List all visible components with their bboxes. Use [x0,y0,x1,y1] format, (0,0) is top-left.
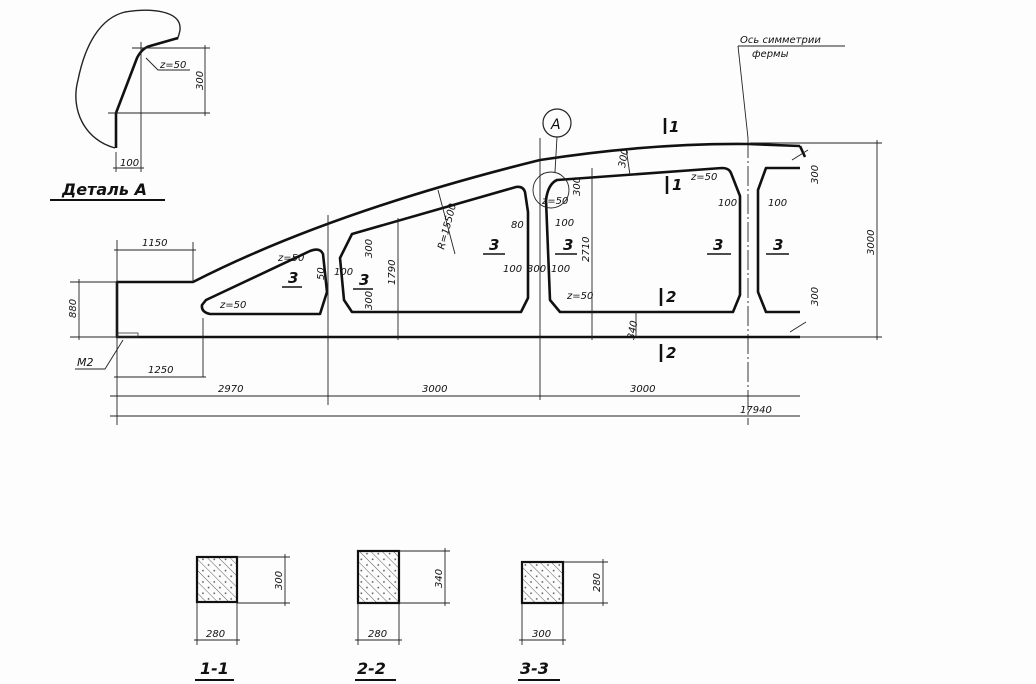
dim-1150: 1150 [142,238,167,249]
detail-title: Деталь А [61,180,147,199]
dim-300-p4-bottom: 300 [810,287,821,306]
section-mark-1-bottom: 1 [672,176,682,194]
callout-leader [554,136,558,173]
dim-2970: 2970 [218,384,243,395]
section-height: 340 [434,569,445,588]
radius-z50-p1-top: z=50 [277,253,304,264]
dim-300-web: 300 [527,264,546,275]
construction-lines [70,138,882,425]
break-mark [789,321,807,333]
dim-100-b: 100 [551,264,570,275]
dim-100-c: 100 [555,218,574,229]
section-rect [195,555,239,604]
section-1-1: 300 280 1-1 [194,554,290,681]
truss-half [115,142,809,339]
dim-1250: 1250 [148,365,173,376]
panel-label: 3 [773,236,783,254]
detail-height-label: 300 [195,71,206,90]
section-width: 280 [206,629,225,640]
dim-300-p2-top: 300 [364,239,375,258]
break-mark [798,145,807,158]
detail-width-label: 100 [120,158,139,169]
section-title: 1-1 [200,659,229,678]
dim-2710: 2710 [581,237,592,262]
section-height: 280 [592,573,603,592]
marker-label: M2 [77,356,94,369]
dim-100-e: 100 [768,198,787,209]
dimensions: 1150 880 1250 2970 3000 3000 17940 3000 … [68,140,878,417]
dim-100-a: 100 [503,264,522,275]
axis-leader [737,45,749,139]
detail-a: z=50 300 100 Деталь А [50,9,210,201]
callout-letter: A [550,117,561,133]
section-rect [356,549,401,605]
detail-callout: A [532,108,572,209]
truss-outer-outline [115,142,801,339]
panel-opening-3 [544,166,742,314]
panel-labels: 3 3 3 3 3 3 [282,236,789,290]
section-rect [520,560,565,605]
dim-80: 80 [511,220,524,231]
dim-300-chord: 300 [617,148,631,169]
section-3-3: 280 300 3-3 [518,559,608,681]
dim-300-p2-bottom: 300 [364,291,375,310]
panel-opening-1 [200,248,329,316]
panel-opening-2 [338,185,530,314]
dim-3000-b: 3000 [630,384,655,395]
dim-100-d: 100 [718,198,737,209]
callout-detail-circle [532,171,570,209]
dim-50: 50 [316,267,327,280]
axis-label-line1: Ось симметрии [740,35,821,46]
embedded-part-marker: M2 [75,339,124,370]
radius-z50-p1: z=50 [219,300,246,311]
detail-leader [145,57,190,71]
dim-100-p2: 100 [334,267,353,278]
section-height: 300 [274,571,285,590]
radius-z50-p3-top: z=50 [690,172,717,183]
dim-1790: 1790 [387,260,398,285]
section-mark-2-top: 2 [666,288,676,306]
panel-opening-4 [756,166,800,314]
section-width: 280 [368,629,387,640]
axis-label-line2: фермы [752,49,789,60]
section-width: 300 [532,629,551,640]
section-marks: 1 1 2 2 [659,118,682,362]
section-title: 3-3 [520,659,549,678]
panel-label: 3 [713,236,723,254]
section-title: 2-2 [357,659,386,678]
dim-3000-a: 3000 [422,384,447,395]
section-2-2: 340 280 2-2 [355,548,450,681]
section-mark-2-bottom: 2 [666,344,676,362]
symmetry-axis: Ось симметрии фермы [737,35,845,425]
embedded-plate [117,332,139,338]
detail-radius-label: z=50 [159,60,186,71]
marker-leader [75,339,124,370]
section-mark-1-top: 1 [669,118,679,136]
dim-300-p4-top: 300 [810,165,821,184]
panel-label: 3 [359,271,369,289]
dim-880: 880 [68,299,79,318]
detail-profile [114,36,179,148]
dim-300-detail: 300 [572,177,583,196]
break-mark [791,149,809,161]
radius-z50-detail: z=50 [541,196,568,207]
dim-17940: 17940 [740,405,772,416]
radius-leader [437,189,456,255]
dim-340: 340 [626,320,640,341]
panel-label: 3 [489,236,499,254]
panel-label: 3 [288,269,298,287]
dim-3000-height: 3000 [866,230,877,255]
panel-label: 3 [563,236,573,254]
detail-break-outline [75,9,181,149]
radius-z50-p3-bottom: z=50 [566,291,593,302]
dim-line-300 [625,147,631,176]
